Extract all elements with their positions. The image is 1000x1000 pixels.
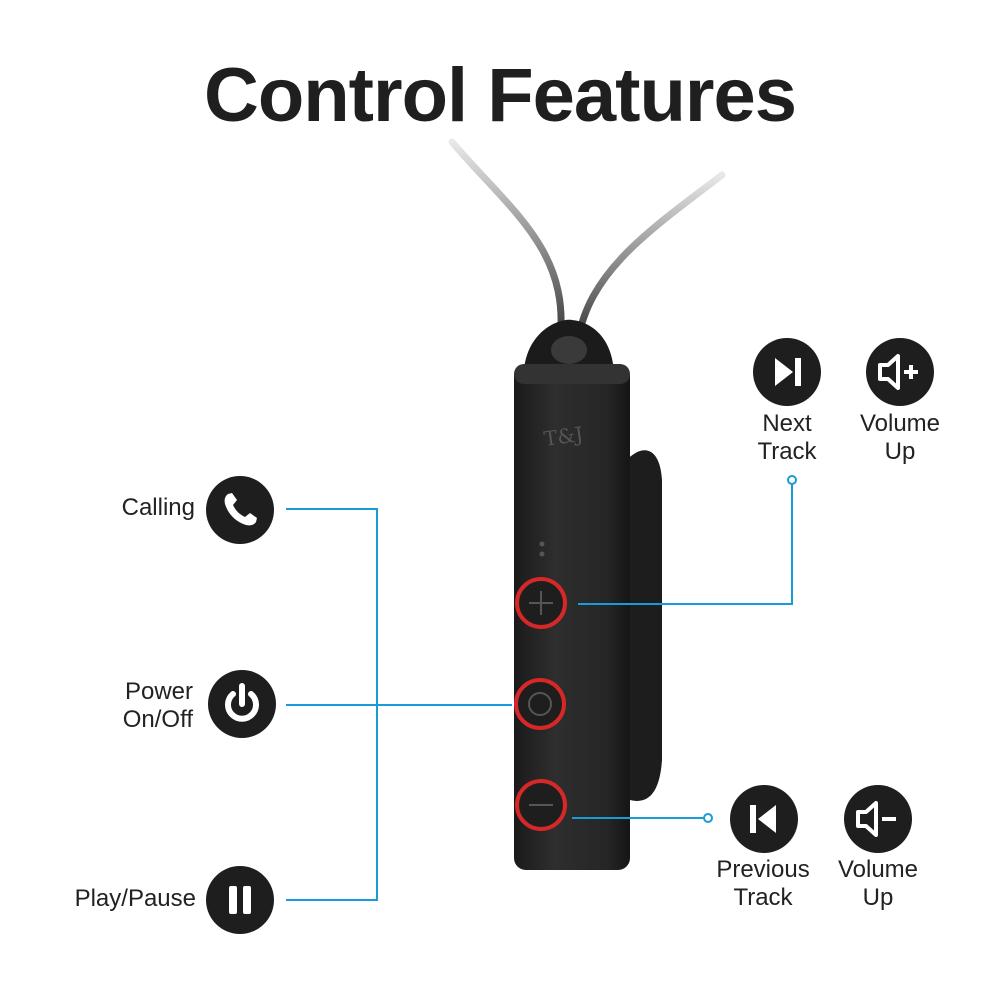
left-cable: [448, 138, 565, 344]
next-track-icon: [753, 338, 821, 406]
pause-icon: [206, 866, 274, 934]
calling-label: Calling: [121, 494, 195, 521]
volume-up-icon: [866, 338, 934, 406]
volume-down-icon: [844, 785, 912, 853]
volume-down-label: Volume Up: [837, 856, 919, 911]
brand-logo: T&J: [542, 422, 584, 451]
play-pause-label: Play/Pause: [74, 885, 196, 912]
previous-track-icon: [730, 785, 798, 853]
plus-button: [515, 577, 567, 629]
power-label: Power On/Off: [122, 678, 193, 733]
minus-button: [515, 779, 567, 831]
phone-icon: [206, 476, 274, 544]
leader-next-track: [578, 482, 793, 605]
page-title: Control Features: [203, 53, 797, 138]
volume-up-label: Volume Up: [859, 410, 941, 465]
device-body: [514, 364, 630, 870]
right-cable: [574, 171, 726, 344]
power-icon: [208, 670, 276, 738]
power-button: [514, 678, 566, 730]
previous-track-label: Previous Track: [716, 856, 810, 911]
next-track-label: Next Track: [757, 410, 817, 465]
